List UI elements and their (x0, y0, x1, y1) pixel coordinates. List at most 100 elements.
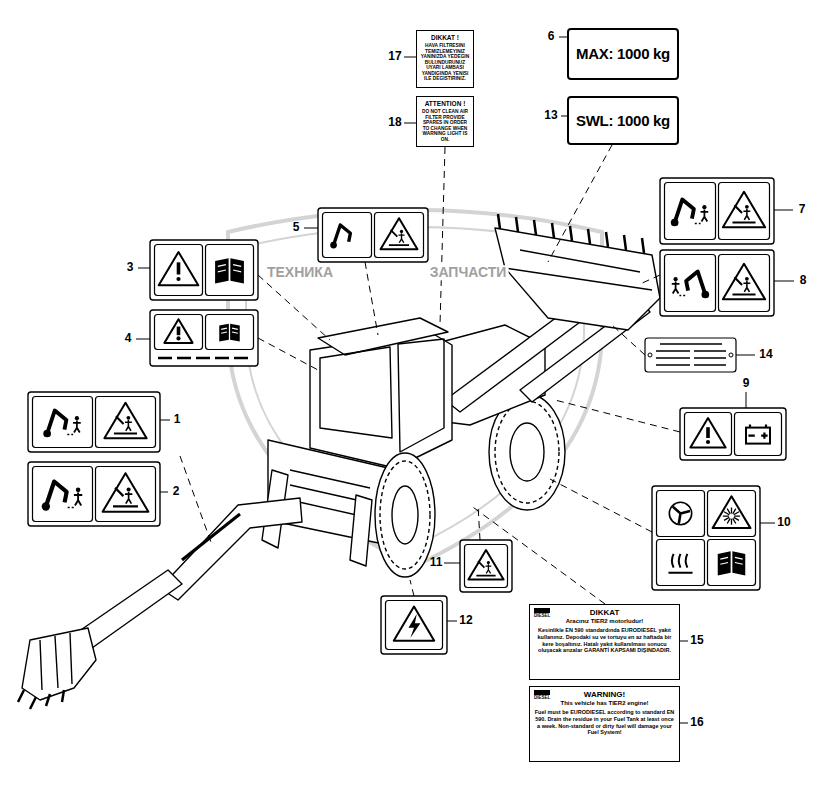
backhoe-loader (320, 347, 392, 438)
distance-arrow (679, 295, 685, 297)
decal-cell (735, 413, 782, 456)
person-symbol (125, 420, 132, 431)
pictogram-decal (652, 486, 760, 590)
crush-symbol (113, 488, 138, 507)
decal-plate: MAX: 1000 kg (567, 28, 679, 80)
callout-leader (304, 228, 318, 229)
decal-cell (155, 315, 203, 350)
decal-heading: DIKKAT ! (419, 34, 471, 42)
person-symbol (745, 277, 749, 281)
decal-plate: DIESELDIKKATAracınız TIER2 motorludur! Ke… (529, 604, 680, 680)
backhoe-loader (318, 318, 448, 355)
decal-cell (375, 213, 424, 258)
callout-leader (680, 723, 688, 724)
callout-leader (774, 210, 793, 211)
callout-number: 10 (775, 516, 792, 529)
plate-fine-print (656, 344, 726, 365)
pictogram-decal (660, 178, 774, 244)
machine-arm-symbol (686, 271, 705, 294)
decal-plate: ATTENTION !DO NOT CLEAN AIR FILTER PROVI… (416, 96, 474, 147)
decal-cell (323, 213, 372, 258)
machine-arm-symbol (42, 502, 50, 510)
callout-number: 7 (797, 203, 808, 216)
hot-surface-symbol (668, 554, 692, 573)
backhoe-loader (375, 453, 435, 577)
leader-line (258, 275, 330, 340)
crush-symbol (476, 561, 495, 575)
person-symbol (672, 282, 680, 294)
backhoe-loader (495, 228, 660, 330)
pictogram-decal (28, 392, 160, 452)
callout-leader (447, 621, 457, 622)
callout-number: 1 (172, 413, 183, 426)
pictogram-decal (680, 408, 786, 460)
backhoe-loader (18, 690, 64, 709)
exclamation-symbol (177, 262, 181, 274)
machine-arm-symbol (330, 242, 337, 249)
manual-symbol (215, 258, 244, 283)
backhoe-loader (398, 339, 444, 452)
person-symbol (73, 421, 81, 433)
leader-line (258, 338, 318, 370)
crush-symbol (114, 416, 137, 433)
decal-heading: ATTENTION ! (419, 100, 471, 108)
callout-leader (160, 492, 168, 493)
plate-rivet (729, 353, 733, 357)
backhoe-loader (350, 495, 372, 566)
decal-heading: DIESEL (534, 690, 550, 701)
callout-leader (136, 37, 794, 723)
backhoe-loader (392, 486, 418, 544)
warning-triangle (723, 264, 765, 300)
decal-heading: MAX: 1000 kg (576, 45, 670, 63)
leader-line (548, 145, 612, 262)
manual-symbol (720, 557, 742, 564)
decal-outline (381, 596, 447, 654)
decal-text: WARNING! (534, 690, 675, 700)
decal-text: DIKKAT (534, 608, 675, 618)
crush-symbol (732, 205, 755, 222)
decal-plate: DIKKAT !HAVA FILTRESINI TEMIZLEMEYINIZ Y… (416, 30, 474, 88)
decal-cell (685, 413, 732, 456)
backhoe-loader (310, 332, 452, 468)
decal-text: DO NOT CLEAN AIR FILTER PROVIDE SPARES I… (419, 109, 471, 142)
decal-cell (719, 255, 770, 312)
lightning-symbol (408, 614, 420, 638)
decal-text: Aracınız TIER2 motorludur! (534, 618, 675, 625)
battery-symbol (748, 424, 767, 438)
person-symbol (701, 210, 709, 222)
callout-number: 17 (386, 50, 403, 63)
callout-number: 5 (291, 221, 302, 234)
decal-cell (96, 467, 156, 522)
backhoe-loader (505, 250, 652, 290)
decal-text: Kesinlikle EN 590 standardında EURODIESE… (534, 627, 675, 655)
machine-arm-symbol (334, 225, 351, 245)
callout-leader (774, 281, 794, 282)
person-symbol (76, 488, 81, 493)
leader-line (410, 580, 414, 596)
watermark-text: ТЕХНИКА (265, 265, 335, 280)
decal-cell (708, 491, 756, 537)
callout-number: 18 (386, 116, 403, 129)
watermark-text: ЗАПЧАСТИ (428, 265, 509, 280)
person-symbol (75, 416, 79, 420)
callout-leader (746, 392, 747, 408)
person-symbol (125, 492, 132, 504)
backhoe-loader (182, 514, 240, 560)
decal-outline (680, 408, 786, 460)
leader-line (180, 145, 680, 604)
callout-leader (136, 339, 150, 340)
pictogram-decal (381, 596, 447, 654)
manual-symbol (219, 324, 239, 342)
distance-arrow (67, 434, 73, 436)
person-symbol (743, 209, 750, 220)
machine-arm-symbol (46, 482, 67, 507)
decal-outline (28, 462, 160, 526)
person-symbol (486, 564, 492, 573)
distance-arrow (695, 223, 701, 225)
decal-outline (660, 250, 774, 316)
exclamation-symbol (706, 427, 710, 438)
leader-line (440, 147, 445, 325)
decal-heading: DIESEL (534, 608, 550, 619)
